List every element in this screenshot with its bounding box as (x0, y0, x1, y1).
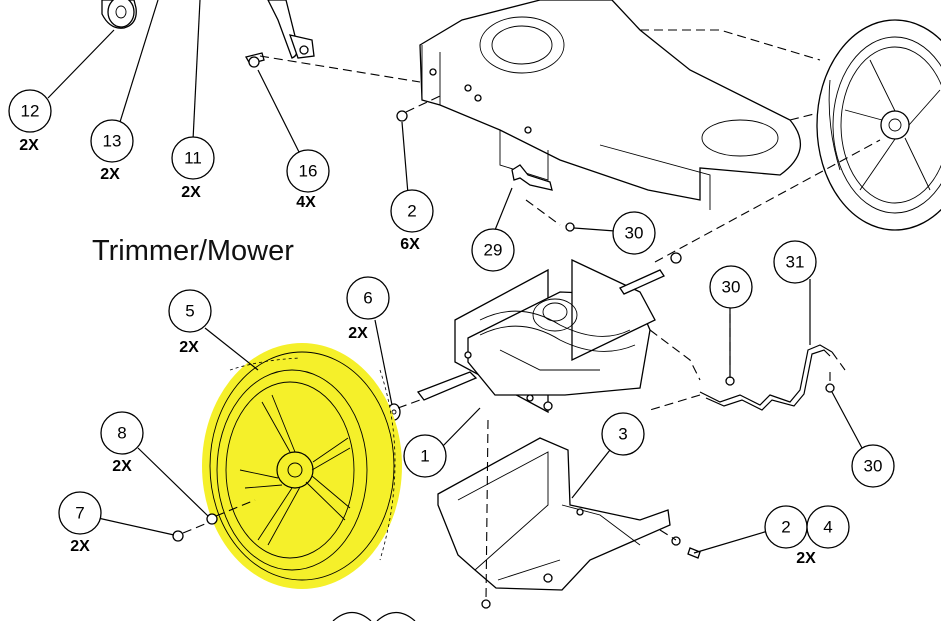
svg-text:30: 30 (625, 224, 644, 243)
svg-text:4: 4 (823, 518, 832, 537)
svg-text:4X: 4X (296, 194, 316, 211)
svg-text:12: 12 (21, 102, 40, 121)
svg-text:29: 29 (484, 241, 503, 260)
svg-text:1: 1 (420, 447, 429, 466)
callout-11: 11 2X (171, 136, 215, 201)
svg-text:2X: 2X (70, 538, 90, 555)
top-left-parts (101, 0, 421, 83)
leader-lines (47, 0, 863, 554)
callout-30-middle: 30 (709, 265, 753, 309)
deck-frame (419, 0, 831, 210)
right-wheel (816, 19, 941, 231)
svg-text:2: 2 (407, 202, 416, 221)
callout-13: 13 2X (90, 119, 134, 183)
callout-31: 31 (773, 240, 817, 284)
callout-2-bottom: 2 (764, 505, 808, 549)
link-rod-31 (649, 300, 846, 411)
callout-6: 6 2X (346, 276, 390, 342)
svg-text:2X: 2X (181, 184, 201, 201)
nut-30-top (565, 222, 575, 232)
bolt-2-top (396, 95, 441, 122)
left-wheel-highlighted (172, 343, 402, 589)
svg-text:2X: 2X (179, 339, 199, 356)
svg-text:16: 16 (299, 162, 318, 181)
svg-text:30: 30 (722, 278, 741, 297)
svg-text:3: 3 (618, 425, 627, 444)
callout-3: 3 (601, 412, 645, 456)
axle-line-right (654, 139, 881, 263)
callout-8: 8 2X (100, 411, 144, 475)
svg-text:2X: 2X (19, 137, 39, 154)
svg-text:5: 5 (185, 302, 194, 321)
svg-text:13: 13 (103, 132, 122, 151)
svg-text:2X: 2X (100, 166, 120, 183)
diagram-title: Trimmer/Mower (92, 235, 294, 267)
spring-bracket-29 (511, 164, 561, 226)
callout-30-top: 30 (612, 211, 656, 255)
svg-text:2: 2 (781, 518, 790, 537)
bolt-2-bottom (659, 529, 701, 559)
svg-text:6X: 6X (400, 236, 420, 253)
callout-7: 7 2X (58, 491, 102, 555)
callout-cutoff-bottom (332, 611, 416, 621)
svg-text:2X: 2X (112, 458, 132, 475)
callout-16: 16 4X (286, 149, 330, 211)
callout-29: 29 (471, 228, 515, 272)
washer-right (670, 252, 682, 264)
svg-text:8: 8 (117, 424, 126, 443)
svg-text:30: 30 (864, 457, 883, 476)
transmission-assembly (416, 258, 701, 414)
svg-text:11: 11 (184, 149, 202, 168)
callout-12: 12 2X (8, 89, 52, 154)
callout-2-top: 2 6X (390, 189, 434, 253)
callout-5: 5 2X (168, 289, 212, 356)
svg-text:6: 6 (363, 289, 372, 308)
callout-4: 4 2X (796, 505, 850, 567)
svg-text:2X: 2X (348, 325, 368, 342)
callout-1: 1 (403, 434, 447, 478)
callout-30-bottom: 30 (851, 444, 895, 488)
svg-text:31: 31 (786, 253, 805, 272)
svg-text:7: 7 (75, 504, 84, 523)
svg-text:2X: 2X (796, 550, 816, 567)
mower-shield-3 (437, 419, 671, 609)
